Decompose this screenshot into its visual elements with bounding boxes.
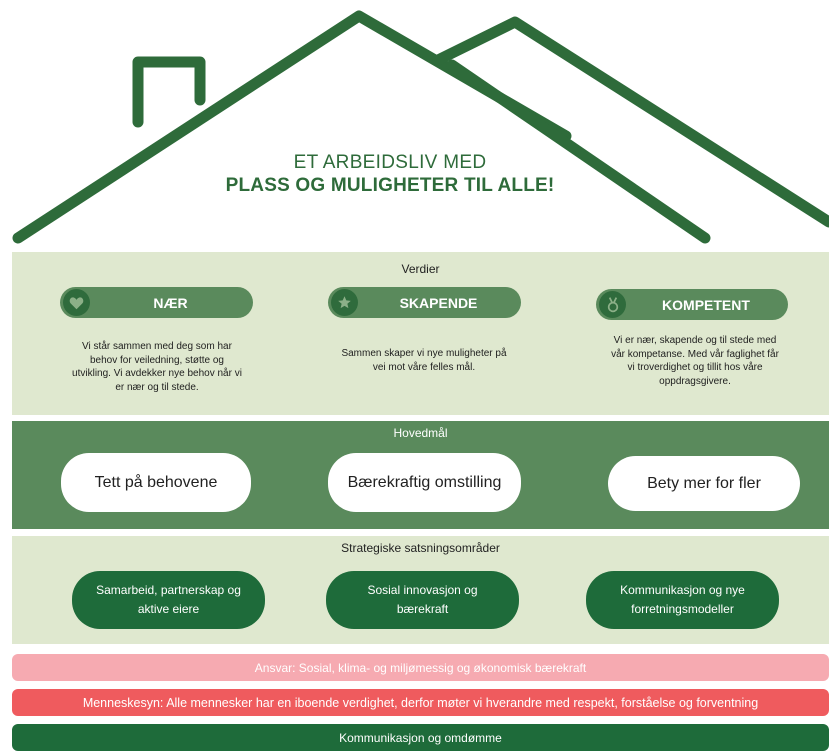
goal-bety-mer-for-fler: Bety mer for fler (608, 456, 800, 511)
goals-title: Hovedmål (393, 426, 448, 440)
value-text-skapende: Sammen skaper vi nye muligheter på vei m… (314, 347, 534, 374)
strategy-title: Strategiske satsningsområder (341, 541, 500, 555)
goals-section: Hovedmål Tett på behovene Bærekraftig om… (12, 421, 829, 529)
page-title-line1: ET ARBEIDSLIV MED (293, 152, 487, 173)
value-text-kompetent: Vi er nær, skapende og til stede med vår… (590, 334, 800, 388)
value-description: Vi står sammen med deg som har behov for… (72, 341, 242, 393)
house-roof (12, 10, 829, 244)
values-section: Verdier NÆR Vi står sammen med deg som h… (12, 252, 829, 415)
menneskesyn-bar: Menneskesyn: Alle mennesker har en iboen… (12, 689, 829, 716)
strategy-samarbeid: Samarbeid, partnerskap og aktive eiere (72, 571, 265, 629)
heart-icon (63, 289, 90, 316)
ansvar-bar: Ansvar: Sosial, klima- og miljømessig og… (12, 654, 829, 681)
strategy-section: Strategiske satsningsområder Samarbeid, … (12, 536, 829, 644)
strategy-sosial-innovasjon: Sosial innovasjon og bærekraft (326, 571, 519, 629)
value-label: KOMPETENT (662, 297, 750, 313)
kommunikasjon-bar: Kommunikasjon og omdømme (12, 724, 829, 751)
strategy-kommunikasjon: Kommunikasjon og nye forretningsmodeller (586, 571, 779, 629)
page-title-line2: PLASS OG MULIGHETER TIL ALLE! (225, 175, 555, 196)
goal-tett-pa-behovene: Tett på behovene (61, 453, 251, 512)
value-text-naer: Vi står sammen med deg som har behov for… (47, 340, 267, 394)
star-icon (331, 289, 358, 316)
goal-baerekraftig-omstilling: Bærekraftig omstilling (328, 453, 521, 512)
value-pill-kompetent: KOMPETENT (596, 289, 788, 320)
values-title: Verdier (401, 262, 440, 276)
value-label: SKAPENDE (399, 295, 478, 311)
value-label: NÆR (153, 295, 188, 311)
medal-icon (599, 291, 626, 318)
value-description: Sammen skaper vi nye muligheter på vei m… (341, 348, 507, 373)
value-description: Vi er nær, skapende og til stede med vår… (611, 335, 779, 387)
value-pill-skapende: SKAPENDE (328, 287, 521, 318)
value-pill-naer: NÆR (60, 287, 253, 318)
